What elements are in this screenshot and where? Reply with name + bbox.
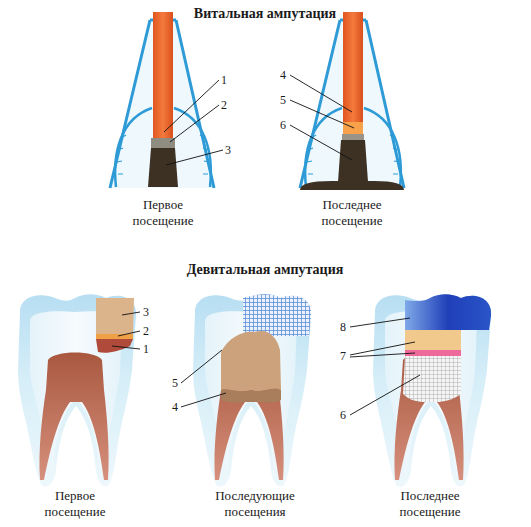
drawing-part <box>181 393 226 407</box>
callout-number: 4 <box>280 69 286 81</box>
drawing-part <box>290 125 352 160</box>
caption: Последующие посещения <box>205 488 305 519</box>
dressing-layer <box>342 134 364 140</box>
leader-lines <box>112 75 420 415</box>
caption: Первое посещение <box>121 197 205 228</box>
drawing-part <box>122 312 140 315</box>
callout-number: 6 <box>340 409 346 421</box>
callout-number: 6 <box>280 119 286 131</box>
insulating-layer <box>405 330 461 350</box>
callout-number: 7 <box>340 350 346 362</box>
root-pulp <box>343 12 363 122</box>
drawing-part <box>350 375 420 415</box>
vital-tooth-last <box>300 12 404 190</box>
drawing-part <box>166 150 223 165</box>
drawing-part <box>350 318 410 327</box>
heading: Девитальная ампутация <box>115 262 415 279</box>
root-pulp <box>153 12 173 138</box>
chamber-paste <box>403 356 461 402</box>
enamel <box>193 294 311 487</box>
caption: Последнее посещение <box>304 197 400 228</box>
caption: Первое посещение <box>33 488 117 519</box>
callout-number: 3 <box>143 306 149 318</box>
mummified-pulp <box>221 389 281 403</box>
permanent-filling <box>405 294 491 330</box>
drawing-part <box>350 342 415 355</box>
molar-first <box>18 294 136 487</box>
temporary-filling <box>96 298 134 334</box>
dressing-layer <box>151 138 175 148</box>
drawing-part <box>164 80 219 132</box>
insulating-layer <box>96 334 133 339</box>
pulp <box>39 353 108 481</box>
heading: Витальная ампутация <box>115 6 415 23</box>
callout-number: 2 <box>143 325 149 337</box>
callout-number: 8 <box>340 321 346 333</box>
callout-number: 5 <box>172 377 178 389</box>
callout-number: 2 <box>221 99 227 111</box>
callout-number: 4 <box>172 401 178 413</box>
caption: Последнее посещение <box>382 488 478 519</box>
pulp <box>394 353 463 481</box>
callout-number: 3 <box>225 144 231 156</box>
molar-last <box>373 294 491 487</box>
drawing-part <box>290 75 352 112</box>
temporary-filling <box>243 294 311 336</box>
enamel <box>18 294 136 487</box>
mummifying-paste <box>221 331 281 391</box>
filling-layer <box>338 140 368 182</box>
filling-layer <box>148 148 178 187</box>
drawing-part <box>118 331 140 336</box>
drawing-part <box>350 353 415 357</box>
drawing-part <box>112 346 140 349</box>
drawing-part <box>290 100 354 128</box>
drawing-part <box>181 350 222 383</box>
drawing-part <box>170 105 219 142</box>
callout-number: 5 <box>280 94 286 106</box>
enamel <box>373 294 491 487</box>
molar-second <box>193 294 311 487</box>
callout-number: 1 <box>221 74 227 86</box>
filling-base <box>300 181 404 190</box>
callout-number: 1 <box>143 343 149 355</box>
